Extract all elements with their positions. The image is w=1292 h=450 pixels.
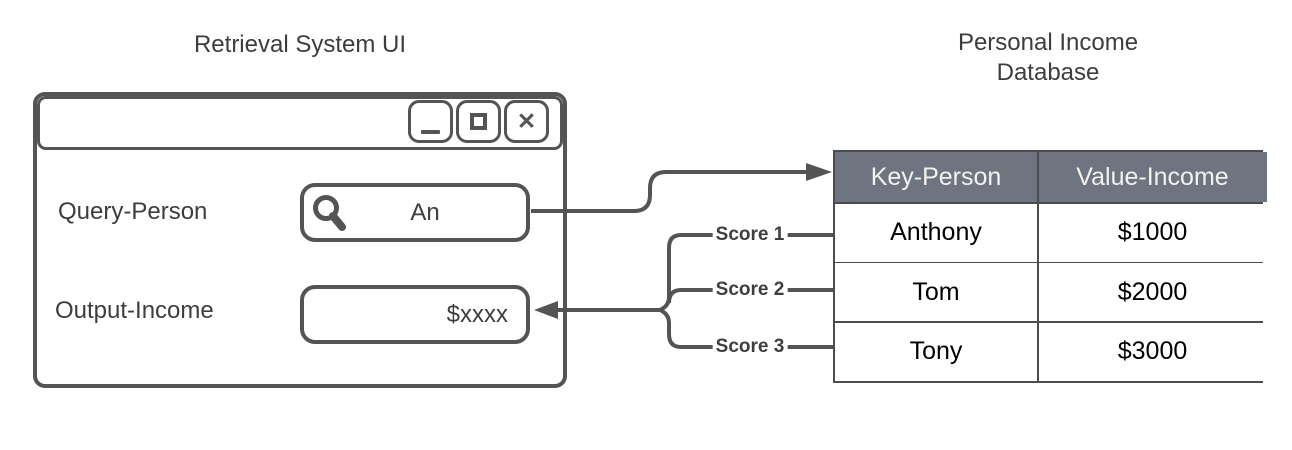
maximize-button[interactable] <box>456 100 501 143</box>
query-person-label: Query-Person <box>58 198 208 225</box>
output-income-label: Output-Income <box>55 297 214 324</box>
score-3-label: Score 3 <box>712 336 788 358</box>
table-cell-income: $3000 <box>1038 322 1267 381</box>
close-icon: ✕ <box>516 108 537 134</box>
income-table: Key-Person Value-Income Anthony $1000 To… <box>833 150 1267 383</box>
output-value: $xxxx <box>446 300 508 328</box>
column-header-value-income: Value-Income <box>1038 152 1267 202</box>
close-button[interactable]: ✕ <box>504 100 549 143</box>
query-person-input[interactable]: An <box>300 183 530 242</box>
retrieval-system-title: Retrieval System UI <box>193 31 407 58</box>
table-cell-person: Anthony <box>835 203 1037 262</box>
search-icon <box>304 192 352 234</box>
minimize-icon <box>421 129 440 134</box>
table-cell-person: Tony <box>835 322 1037 381</box>
minimize-button[interactable] <box>408 100 453 143</box>
query-value: An <box>410 198 440 226</box>
arrow-right-icon <box>806 163 832 181</box>
database-title: Personal Income Database <box>957 29 1139 86</box>
score-1-label: Score 1 <box>712 224 788 246</box>
table-cell-income: $2000 <box>1038 263 1267 321</box>
query-to-table-arrow-line <box>531 170 806 213</box>
output-income-field[interactable]: $xxxx <box>300 285 530 344</box>
maximize-icon <box>470 113 487 130</box>
table-cell-person: Tom <box>835 263 1037 321</box>
table-cell-income: $1000 <box>1038 203 1267 262</box>
score-2-label: Score 2 <box>712 279 788 301</box>
column-header-key-person: Key-Person <box>835 152 1037 202</box>
